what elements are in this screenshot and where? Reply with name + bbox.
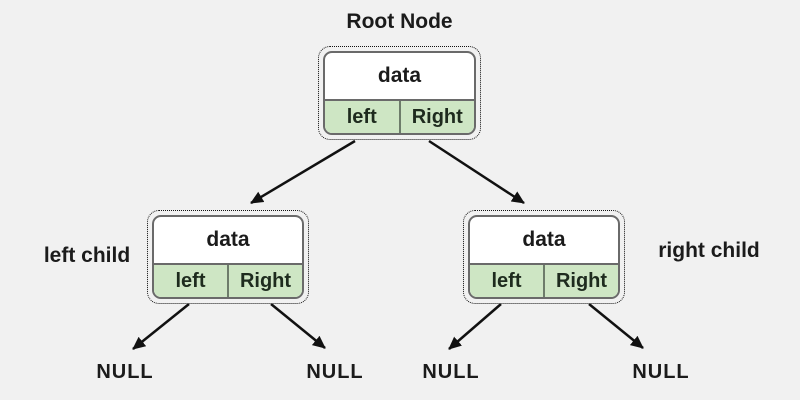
right-child-right-pointer-cell: Right bbox=[555, 269, 608, 292]
left-child-left-pointer-cell: left bbox=[154, 265, 229, 297]
right-child-node: data left Right bbox=[463, 210, 625, 304]
left-child-right-pointer-cell: Right bbox=[239, 269, 292, 292]
root-pointer-row: left Right bbox=[325, 99, 474, 133]
arrow-root-to-left-child bbox=[250, 139, 356, 205]
left-child-data-cell: data bbox=[206, 228, 250, 251]
right-child-pointer-row: left Right bbox=[470, 263, 618, 297]
null-label-right-left: NULL bbox=[422, 361, 480, 383]
root-left-pointer-cell: left bbox=[325, 101, 401, 133]
arrow-root-to-right-child bbox=[428, 139, 525, 205]
left-child-node: data left Right bbox=[147, 210, 309, 304]
root-node-title: Root Node bbox=[346, 10, 453, 33]
root-data-cell: data bbox=[377, 64, 422, 87]
right-child-node-box: data left Right bbox=[468, 215, 620, 299]
root-node: data left Right bbox=[318, 46, 481, 140]
left-child-title: left child bbox=[43, 244, 131, 267]
null-label-left-left: NULL bbox=[96, 361, 154, 383]
right-child-data-cell: data bbox=[522, 228, 566, 251]
right-child-left-pointer-cell: left bbox=[470, 265, 545, 297]
null-label-left-right: NULL bbox=[306, 361, 364, 383]
right-child-title: right child bbox=[658, 239, 760, 262]
root-node-box: data left Right bbox=[323, 51, 476, 135]
root-right-pointer-cell: Right bbox=[411, 105, 463, 128]
left-child-node-box: data left Right bbox=[152, 215, 304, 299]
arrow-right-child-to-null-left bbox=[448, 303, 502, 350]
arrow-left-child-to-null-right bbox=[270, 303, 326, 349]
arrow-left-child-to-null-left bbox=[132, 303, 190, 350]
arrow-right-child-to-null-right bbox=[588, 303, 644, 349]
left-child-pointer-row: left Right bbox=[154, 263, 302, 297]
null-label-right-right: NULL bbox=[632, 361, 690, 383]
